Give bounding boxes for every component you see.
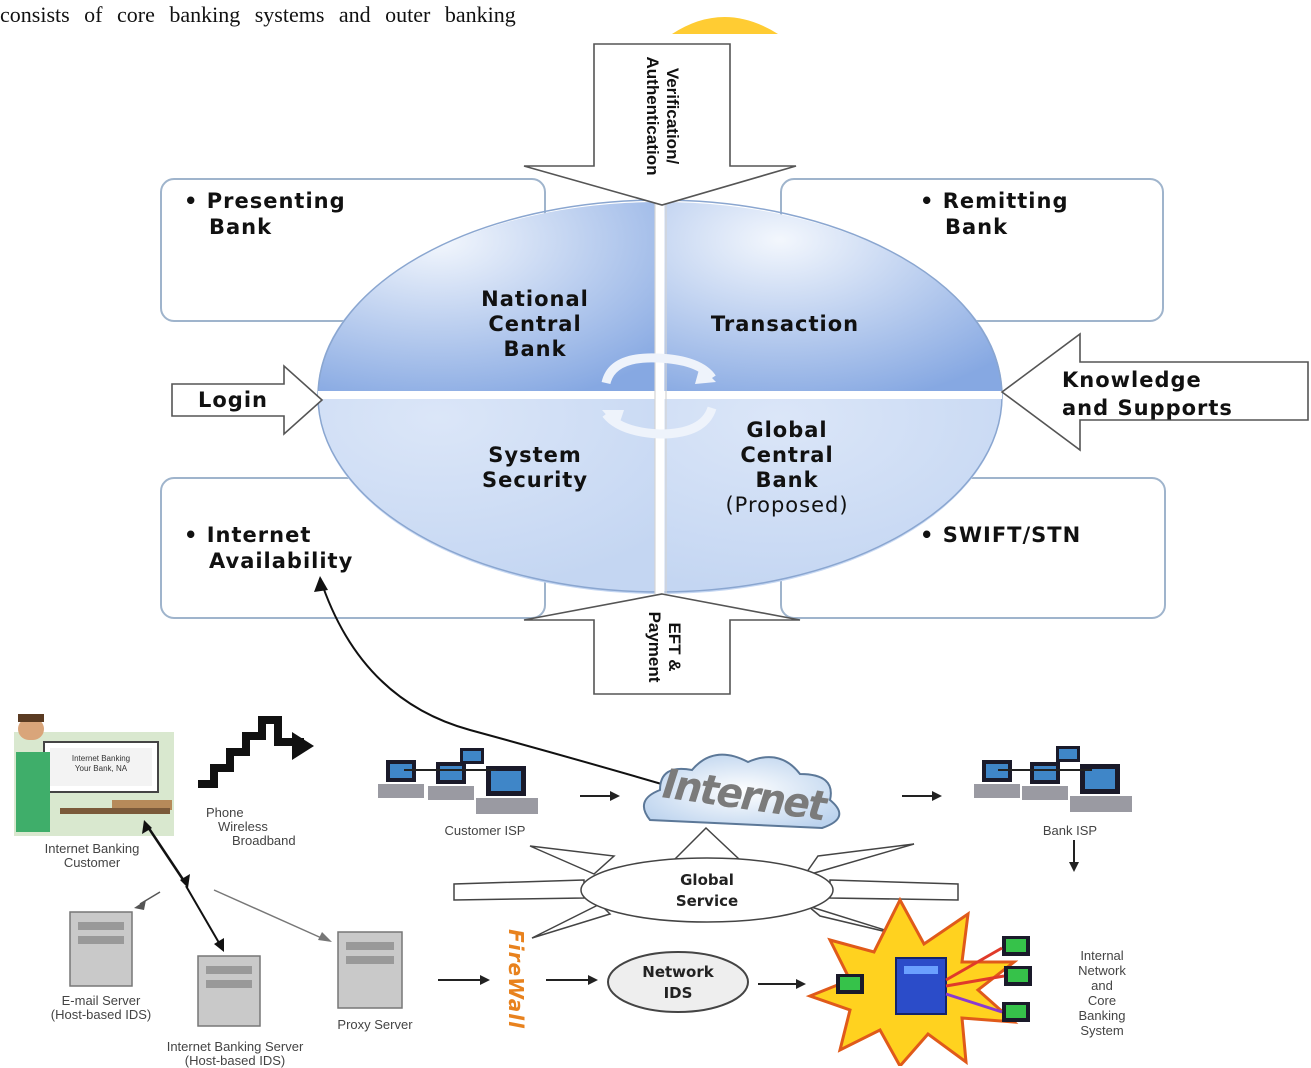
label-customer-isp: Customer ISP [444, 823, 526, 838]
arrow-login [171, 364, 324, 436]
arrow-knowledge [1000, 332, 1309, 452]
body-text-snippet: consists of core banking systems and out… [0, 2, 516, 27]
label-email-server: E-mail Server (Host-based IDS) [50, 993, 152, 1022]
bank-isp-computers [974, 746, 1132, 812]
label-phone-wireless-broadband: Phone Wireless Broadband [206, 805, 296, 848]
label-internet-banking-server: Internet Banking Server (Host-based IDS) [166, 1039, 304, 1068]
label-proxy-server: Proxy Server [337, 1017, 413, 1032]
label-knowledge-supports: Knowledge and Supports [1062, 368, 1233, 420]
broadband-stairs [198, 716, 304, 788]
label-remitting-bank: • Remitting Bank [920, 189, 1069, 239]
label-swift-stn: • SWIFT/STN [920, 523, 1082, 547]
core-banking-burst [805, 896, 1032, 1066]
network-ids-oval [607, 951, 749, 1013]
internet-cloud [642, 753, 841, 830]
label-network-ids: Network IDS [642, 963, 714, 1002]
label-internet-availability: • Internet Availability [184, 523, 354, 573]
global-service-burst [453, 826, 959, 939]
yellow-highlight [672, 17, 778, 34]
quadrant-system-security: System Security [481, 443, 589, 492]
monitor-screen-text: Internet Banking Your Bank, NA [71, 754, 131, 773]
quadrant-national-central-bank: National Central Bank [481, 287, 589, 361]
arrow-eft-payment [523, 593, 801, 695]
arrow-verification [523, 43, 797, 206]
label-login: Login [198, 388, 268, 412]
connector-internet [319, 577, 683, 791]
label-firewall: FireWall [504, 929, 528, 1029]
label-eft-payment: EFT & Payment [645, 611, 684, 683]
server-icons [69, 911, 403, 1027]
label-internal-network: Internal Network and Core Banking System [1078, 948, 1126, 1038]
label-presenting-bank: • Presenting Bank [184, 189, 346, 239]
quadrant-global-central-bank: Global Central Bank (Proposed) [725, 418, 849, 517]
customer-isp-computers [378, 748, 538, 814]
central-circle [317, 199, 1003, 594]
label-internet-banking-customer: Internet Banking Customer [44, 841, 140, 870]
label-bank-isp: Bank ISP [1042, 823, 1098, 838]
quadrant-transaction: Transaction [710, 312, 860, 336]
customer-illustration [14, 714, 174, 836]
label-verification: Verification/ Authentication [643, 56, 682, 176]
label-global-service: Global Service [675, 871, 739, 910]
